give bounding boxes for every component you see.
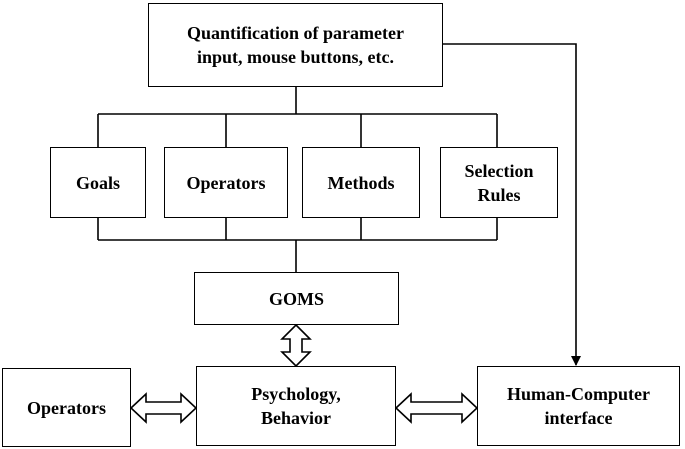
psychology-line-2: Behavior [261,408,331,428]
goms-label: GOMS [268,288,324,309]
hci-line-1: Human-Computer [507,384,650,404]
psychology-hci-double-arrow [394,392,479,424]
goms-box: GOMS [194,272,399,325]
operators-label: Operators [186,172,266,193]
quantification-line-2: input, mouse buttons, etc. [196,47,395,67]
psychology-behavior-box: Psychology, Behavior [196,366,396,446]
hci-box: Human-Computer interface [477,366,680,446]
goals-box: Goals [50,147,146,218]
operators-psychology-double-arrow [129,392,198,424]
psychology-line-1: Psychology, [251,384,341,404]
selection-rules-line-2: Rules [477,184,521,205]
methods-box: Methods [302,147,420,218]
hci-line-2: interface [544,408,613,428]
operators-left-box: Operators [2,368,131,447]
selection-rules-line-1: Selection [464,160,534,181]
operators-left-label: Operators [27,397,106,418]
operators-box: Operators [164,147,288,218]
methods-label: Methods [327,172,395,193]
quantification-box: Quantification of parameter input, mouse… [148,3,443,87]
quantification-line-1: Quantification of parameter [187,23,404,43]
top-to-hci-arrow [443,43,581,366]
goms-psychology-double-arrow [280,323,312,368]
goals-label: Goals [75,172,120,193]
selection-rules-box: Selection Rules [440,147,558,218]
